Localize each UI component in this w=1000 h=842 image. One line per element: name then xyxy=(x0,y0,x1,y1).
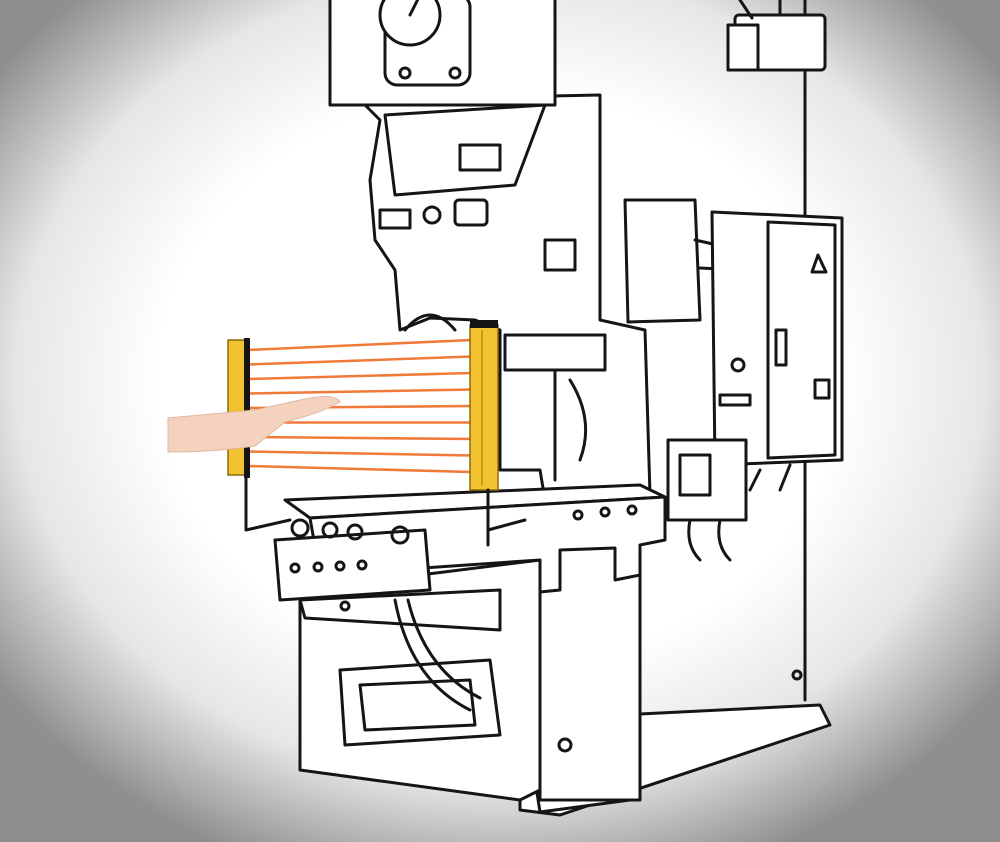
light-curtain-receiver xyxy=(469,320,527,547)
light-beam xyxy=(247,355,473,366)
light-beam xyxy=(247,388,473,395)
cabinet-handle xyxy=(774,328,788,367)
top-housing xyxy=(328,0,557,107)
wall-lamp-icon xyxy=(726,0,827,72)
light-beam xyxy=(247,435,473,441)
light-beam xyxy=(247,371,473,381)
light-beam xyxy=(247,464,473,474)
pressure-gauge-icon xyxy=(378,0,442,47)
light-beam xyxy=(247,338,473,352)
electrical-cabinet xyxy=(710,210,844,492)
c-frame xyxy=(358,93,652,502)
side-box xyxy=(623,198,702,324)
junction-box xyxy=(666,438,748,562)
light-beam xyxy=(247,450,473,457)
control-box xyxy=(273,518,502,712)
light-curtain-beams xyxy=(247,338,473,474)
hand xyxy=(167,396,341,453)
warning-triangle-icon xyxy=(810,253,828,274)
